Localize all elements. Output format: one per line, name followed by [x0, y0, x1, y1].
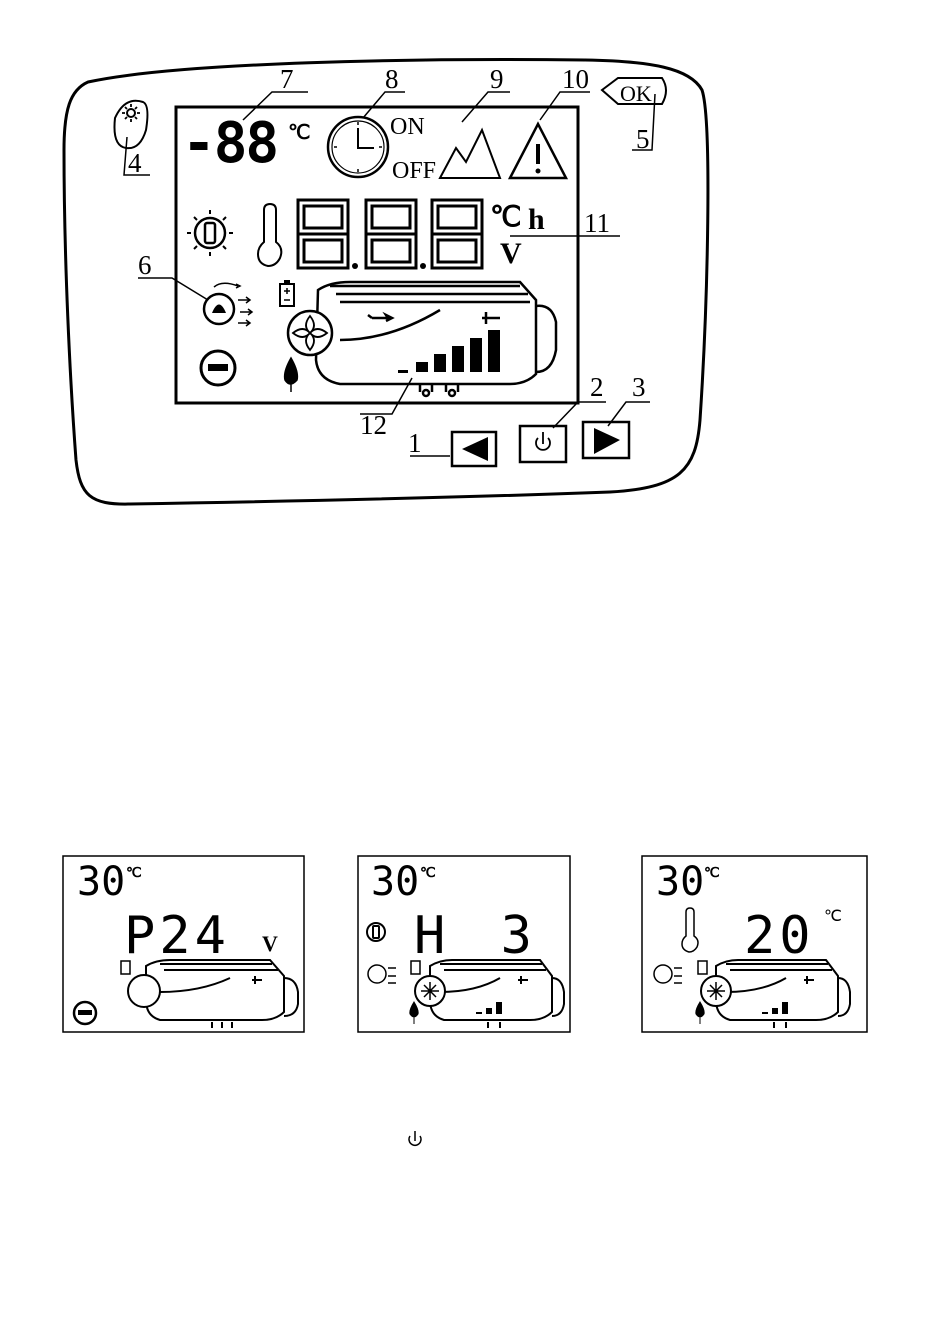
example-3-main: 20	[744, 908, 815, 964]
example-1-suffix: V	[262, 930, 278, 957]
flame-icon	[654, 965, 672, 983]
thermometer-icon	[682, 908, 698, 952]
example-3-unit: ℃	[704, 864, 720, 881]
example-3-suffix: ℃	[824, 906, 842, 926]
example-1-main: P24	[124, 908, 230, 964]
power-icon	[409, 1131, 421, 1145]
battery-icon	[698, 961, 707, 974]
example-1-temp: 30	[77, 860, 125, 904]
example-2-main: H 3	[414, 908, 544, 964]
example-1-unit: ℃	[126, 864, 142, 881]
fan-off-icon	[128, 975, 160, 1007]
fuel-drop-icon	[696, 1002, 704, 1024]
fuel-drop-icon	[410, 1002, 418, 1024]
example-2-temp: 30	[371, 860, 419, 904]
settings-icon	[367, 923, 385, 941]
flame-icon	[368, 965, 386, 983]
example-2-unit: ℃	[420, 864, 436, 881]
example-3-temp: 30	[656, 860, 704, 904]
